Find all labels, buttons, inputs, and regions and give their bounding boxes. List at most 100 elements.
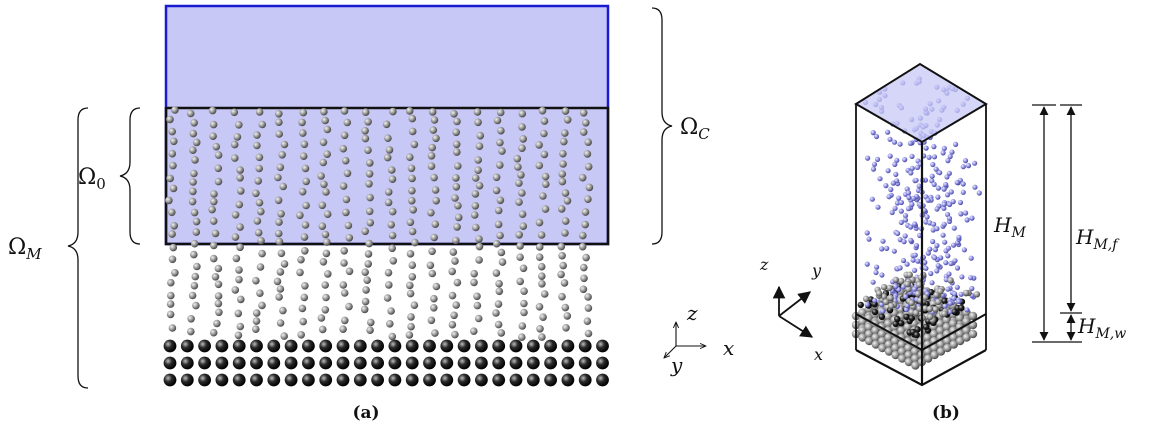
fluid-atom [431,329,439,337]
fluid-atom [236,322,245,331]
fluid-atom [252,276,260,285]
wall-atom-3d [942,322,951,332]
fluid-atom-3d [912,252,918,258]
wall-atom [353,339,367,353]
fluid-atom-3d [900,257,907,264]
fluid-atom [214,164,223,173]
fluid-atom-3d [902,157,908,163]
fluid-atom [230,140,239,149]
wall-atom-3d [897,326,906,335]
fluid-atom-3d [921,207,928,214]
fluid-atom [540,290,549,298]
fluid-atom-3d [901,239,907,245]
fluid-atom [364,118,372,126]
wall-atom-3d [923,333,932,342]
wall-atom-3d [911,354,920,363]
fluid-atom-3d [923,265,929,271]
fluid-atom-3d [923,145,929,151]
fluid-atom-3d [941,145,947,151]
fluid-atom [515,231,523,239]
fluid-atom [388,166,396,174]
fluid-atom [516,253,524,261]
wall-surface-atom [941,297,948,305]
axis-y-label-a: y [670,353,683,377]
fluid-atom-3d [909,153,915,159]
fluid-atom [498,258,507,266]
fluid-atom [258,120,267,129]
fluid-atom [189,187,197,196]
fluid-atom-3d [945,245,952,251]
fluid-atom [252,189,260,198]
fluid-atom-3d [908,170,914,176]
fluid-atom [235,266,243,274]
fluid-atom-near-wall [882,298,890,306]
fluid-atom [585,183,594,192]
fluid-atom [538,272,546,281]
fluid-atom [408,261,417,270]
wall-atom-3d [936,347,946,356]
fluid-atom-near-wall [932,306,939,313]
fluid-atom [274,196,283,205]
fluid-atom [408,114,417,123]
wall-atom [353,373,367,387]
wall-atom-3d [871,333,880,342]
fluid-atom-near-wall [908,299,915,307]
fluid-atom-near-wall [886,284,893,292]
overlap-region [164,106,610,246]
fluid-atom [317,314,326,322]
fluid-atom [557,270,565,279]
fluid-atom-3d [914,164,921,170]
wall-atom-3d [904,350,913,360]
fluid-atom [432,196,441,205]
fluid-atom [275,118,283,126]
fluid-atom [321,306,330,314]
fluid-atom [450,311,458,320]
fluid-atom [473,108,482,116]
fluid-atom [496,108,505,117]
fluid-atom [408,127,417,136]
wall-atom [215,356,229,370]
fluid-atom [405,331,414,339]
fluid-atom-3d [893,171,899,177]
fluid-atom-3d [954,179,960,186]
fluid-atom [538,333,546,341]
fluid-atom [432,282,441,291]
fluid-atom [514,163,522,171]
fluid-atom [256,289,264,298]
fluid-atom [470,327,478,336]
fluid-atom [388,175,397,183]
fluid-atom-3d [898,208,904,214]
wall-surface-atom [958,304,965,311]
fluid-atom-3d [944,192,951,198]
fluid-atom [301,247,309,255]
fluid-atom [430,304,438,312]
wall-atom-3d [968,311,978,321]
fluid-atom [301,164,310,173]
h-m-label: HM [993,213,1026,241]
fluid-atom [518,189,526,197]
fluid-atom [581,208,590,216]
fluid-atom [319,258,328,266]
fluid-atom [319,138,328,147]
fluid-atom [452,301,461,309]
wall-surface-atom [857,301,864,309]
fluid-atom-3d [934,206,940,212]
fluid-atom [361,134,370,143]
fluid-atom [579,128,588,136]
fluid-atom [410,140,419,149]
fluid-atom-near-wall [880,293,888,300]
wall-atom [163,339,177,353]
fluid-atom-3d [945,286,951,292]
fluid-atom-3d [960,181,966,187]
fluid-atom [558,170,567,178]
fluid-atom [388,332,397,341]
wall-surface-atom [951,308,958,315]
fluid-atom-3d [945,158,951,164]
fluid-atom [387,220,396,229]
fluid-atom [321,230,330,239]
fluid-atom [541,205,550,213]
wall-atom [319,339,333,353]
fluid-atom-3d [946,170,953,176]
fluid-atom [410,301,419,310]
wall-surface-atom [922,323,930,331]
